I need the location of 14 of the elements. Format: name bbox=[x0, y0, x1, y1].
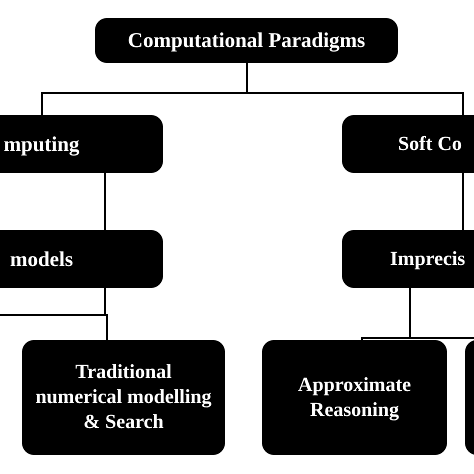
box-label: mputing bbox=[4, 130, 80, 158]
box-label: Imprecis bbox=[390, 246, 466, 272]
box-label: Traditional numerical modelling & Search bbox=[34, 360, 213, 435]
box-label: Computational Paradigms bbox=[128, 27, 366, 54]
connector-line bbox=[246, 63, 464, 115]
process-box bbox=[95, 18, 398, 63]
box-label: models bbox=[10, 246, 73, 272]
process-box bbox=[262, 340, 447, 455]
connector-line bbox=[104, 288, 108, 340]
connector-line bbox=[462, 173, 464, 230]
process-box bbox=[22, 340, 225, 455]
connector-line bbox=[104, 173, 106, 230]
box-label: Soft Co bbox=[398, 132, 462, 156]
box-label: Approximate Reasoning bbox=[297, 372, 412, 422]
